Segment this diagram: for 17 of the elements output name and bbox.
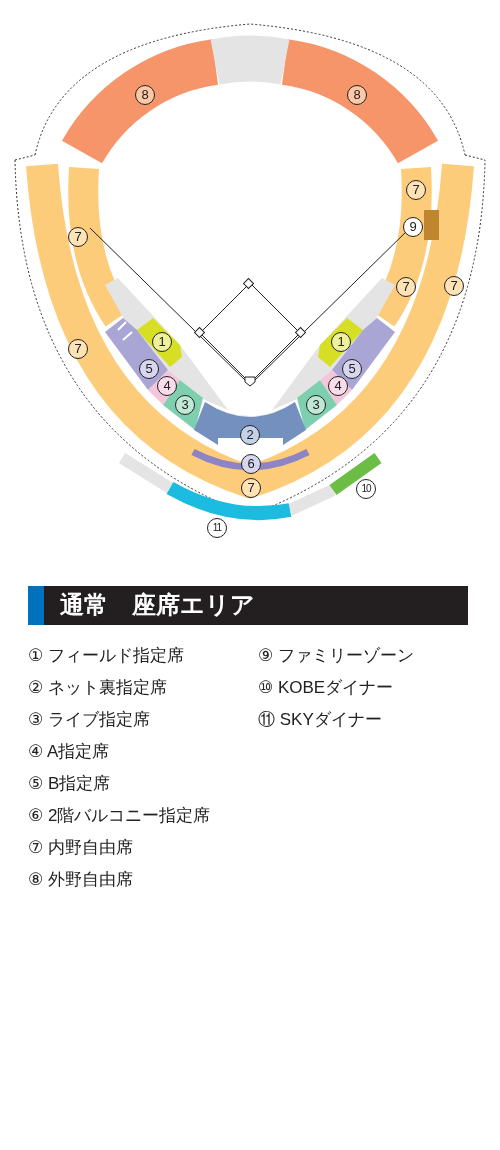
seat-number: 10 [356,479,376,499]
legend-item: ① フィールド指定席 [28,645,184,667]
legend-item: ④ A指定席 [28,741,110,763]
seat-number: 11 [207,518,227,538]
legend-item: ⑩ KOBEダイナー [258,677,394,699]
seat-number: 6 [241,454,261,474]
legend-item: ③ ライブ指定席 [28,709,150,731]
title: 通常 座席エリア [60,590,255,620]
legend-item: ② ネット裏指定席 [28,677,167,699]
seat-number: 7 [444,276,464,296]
legend-item: ⑨ ファミリーゾーン [258,645,414,667]
legend-item: ⑤ B指定席 [28,773,111,795]
legend-item: ⑥ 2階バルコニー指定席 [28,805,211,827]
seat-number: 2 [240,425,260,445]
legend-item: ⑦ 内野自由席 [28,837,133,859]
legend-item: ⑧ 外野自由席 [28,869,133,891]
legend-item: ⑪ SKYダイナー [258,709,382,731]
